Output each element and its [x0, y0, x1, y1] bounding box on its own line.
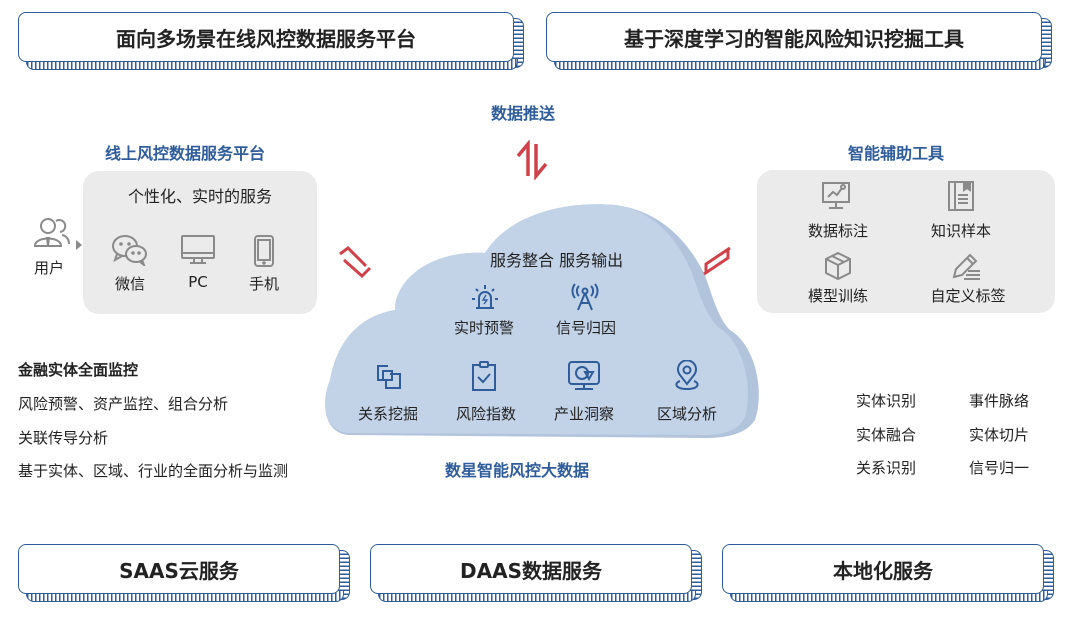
banner-daas: DAAS数据服务: [370, 544, 702, 602]
banner-saas: SAAS云服务: [18, 544, 350, 602]
right-feature-item: 信号归一: [969, 459, 1030, 477]
cloud-item-label: 实时预警: [453, 319, 514, 337]
cloud-shape: [325, 204, 759, 438]
banner-bottom-stripes: [26, 59, 518, 70]
tool-label: 自定义标签: [930, 287, 1006, 305]
banner-title: 面向多场景在线风控数据服务平台: [18, 12, 514, 62]
right-feature-item: 实体识别: [856, 392, 917, 410]
banner-local: 本地化服务: [722, 544, 1054, 602]
book-icon[interactable]: [946, 180, 976, 212]
left-feature-item: 关联传导分析: [18, 429, 109, 447]
data-push-label: 数据推送: [491, 104, 556, 123]
right-bidirectional-arrow-icon: [703, 246, 731, 276]
channel-label-phone: 手机: [248, 275, 279, 293]
signal-tower-icon[interactable]: [569, 282, 601, 312]
tools-panel: [757, 170, 1055, 313]
banner-online-platform: 面向多场景在线风控数据服务平台: [18, 12, 524, 70]
channels-panel-title: 个性化、实时的服务: [127, 187, 272, 206]
banner-bottom-stripes: [554, 59, 1046, 70]
cloud-item-label: 区域分析: [656, 405, 717, 423]
clipboard-check-icon[interactable]: [470, 360, 498, 392]
channels-panel: [83, 171, 317, 314]
banner-title: SAAS云服务: [18, 544, 340, 594]
right-feature-item: 实体融合: [856, 426, 917, 444]
tool-label: 知识样本: [930, 222, 991, 240]
user-label: 用户: [34, 259, 65, 277]
relation-icon[interactable]: [374, 362, 404, 392]
channel-label-wechat: 微信: [114, 275, 145, 293]
banner-title: 基于深度学习的智能风险知识挖掘工具: [546, 12, 1042, 62]
cloud-title: 数星智能风控大数据: [445, 461, 590, 480]
channel-label-pc: PC: [188, 273, 208, 291]
bidirectional-arrow-icon: [516, 140, 548, 180]
cloud-item-label: 产业洞察: [553, 405, 614, 423]
left-platform-title: 线上风控数据服务平台: [105, 144, 266, 163]
right-tools-title: 智能辅助工具: [848, 144, 945, 163]
tool-label: 模型训练: [807, 287, 868, 305]
right-feature-item: 关系识别: [856, 459, 917, 477]
left-feature-item: 基于实体、区域、行业的全面分析与监测: [18, 462, 289, 480]
monitor-chart-icon[interactable]: [567, 360, 601, 392]
pencil-icon[interactable]: [950, 251, 982, 281]
left-feature-item: 风险预警、资产监控、组合分析: [18, 395, 229, 413]
left-bidirectional-arrow-icon: [339, 246, 372, 278]
banner-bottom-stripes: [378, 591, 696, 602]
user-arrow-icon: [76, 240, 82, 250]
monitor-icon[interactable]: [180, 234, 216, 266]
tool-label: 数据标注: [807, 222, 868, 240]
banner-bottom-stripes: [730, 591, 1048, 602]
cloud-item-label: 信号归因: [555, 319, 616, 337]
cloud-item-label: 风险指数: [455, 405, 516, 423]
cloud-header: 服务整合 服务输出: [490, 251, 624, 270]
banner-bottom-stripes: [26, 591, 344, 602]
left-feature-heading: 金融实体全面监控: [18, 361, 139, 379]
location-pin-icon[interactable]: [671, 360, 703, 392]
wechat-icon[interactable]: [111, 234, 149, 266]
phone-icon[interactable]: [252, 234, 276, 268]
cloud-item-label: 关系挖掘: [357, 405, 418, 423]
right-feature-item: 事件脉络: [969, 392, 1030, 410]
right-feature-item: 实体切片: [969, 426, 1030, 444]
cube-icon[interactable]: [823, 251, 853, 281]
banner-title: 本地化服务: [722, 544, 1044, 594]
annotation-board-icon[interactable]: [820, 180, 852, 212]
alarm-icon[interactable]: [470, 283, 500, 313]
users-icon: [33, 218, 70, 247]
banner-knowledge-tool: 基于深度学习的智能风险知识挖掘工具: [546, 12, 1052, 70]
banner-title: DAAS数据服务: [370, 544, 692, 594]
